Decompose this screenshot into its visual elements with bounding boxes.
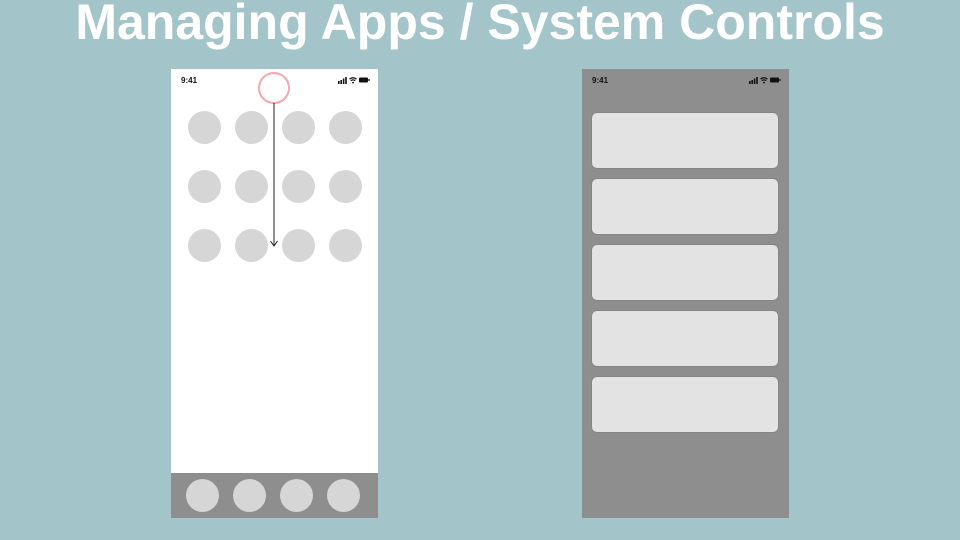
dock: [171, 473, 378, 518]
battery-icon: [770, 77, 781, 83]
status-time: 9:41: [592, 76, 609, 85]
app-icon[interactable]: [235, 111, 268, 144]
status-time: 9:41: [181, 76, 198, 85]
dock-app-icon[interactable]: [280, 479, 313, 512]
battery-icon: [359, 77, 370, 83]
system-controls-phone: 9:41: [582, 69, 789, 518]
app-icon[interactable]: [235, 170, 268, 203]
app-grid: [188, 111, 362, 262]
cellular-signal-icon: [749, 77, 758, 84]
app-icon[interactable]: [188, 229, 221, 262]
control-tile-list: [592, 113, 778, 432]
app-icon[interactable]: [329, 229, 362, 262]
status-icons: [338, 76, 370, 84]
control-tile[interactable]: [592, 179, 778, 234]
touch-indicator: [258, 72, 290, 104]
dock-app-icon[interactable]: [186, 479, 219, 512]
control-tile[interactable]: [592, 245, 778, 300]
app-icon[interactable]: [282, 229, 315, 262]
app-icon[interactable]: [188, 170, 221, 203]
app-icon[interactable]: [235, 229, 268, 262]
app-icon[interactable]: [282, 170, 315, 203]
control-tile[interactable]: [592, 113, 778, 168]
home-screen-phone: 9:41: [171, 69, 378, 518]
app-icon[interactable]: [282, 111, 315, 144]
dock-app-icon[interactable]: [233, 479, 266, 512]
wifi-icon: [349, 77, 357, 84]
app-icon[interactable]: [329, 111, 362, 144]
app-icon[interactable]: [188, 111, 221, 144]
wifi-icon: [760, 77, 768, 84]
swipe-down-arrow-icon: [269, 103, 279, 248]
control-tile[interactable]: [592, 377, 778, 432]
app-icon[interactable]: [329, 170, 362, 203]
control-tile[interactable]: [592, 311, 778, 366]
slide-title: Managing Apps / System Controls: [75, 0, 885, 50]
cellular-signal-icon: [338, 77, 347, 84]
status-icons: [749, 76, 781, 84]
dock-app-icon[interactable]: [327, 479, 360, 512]
